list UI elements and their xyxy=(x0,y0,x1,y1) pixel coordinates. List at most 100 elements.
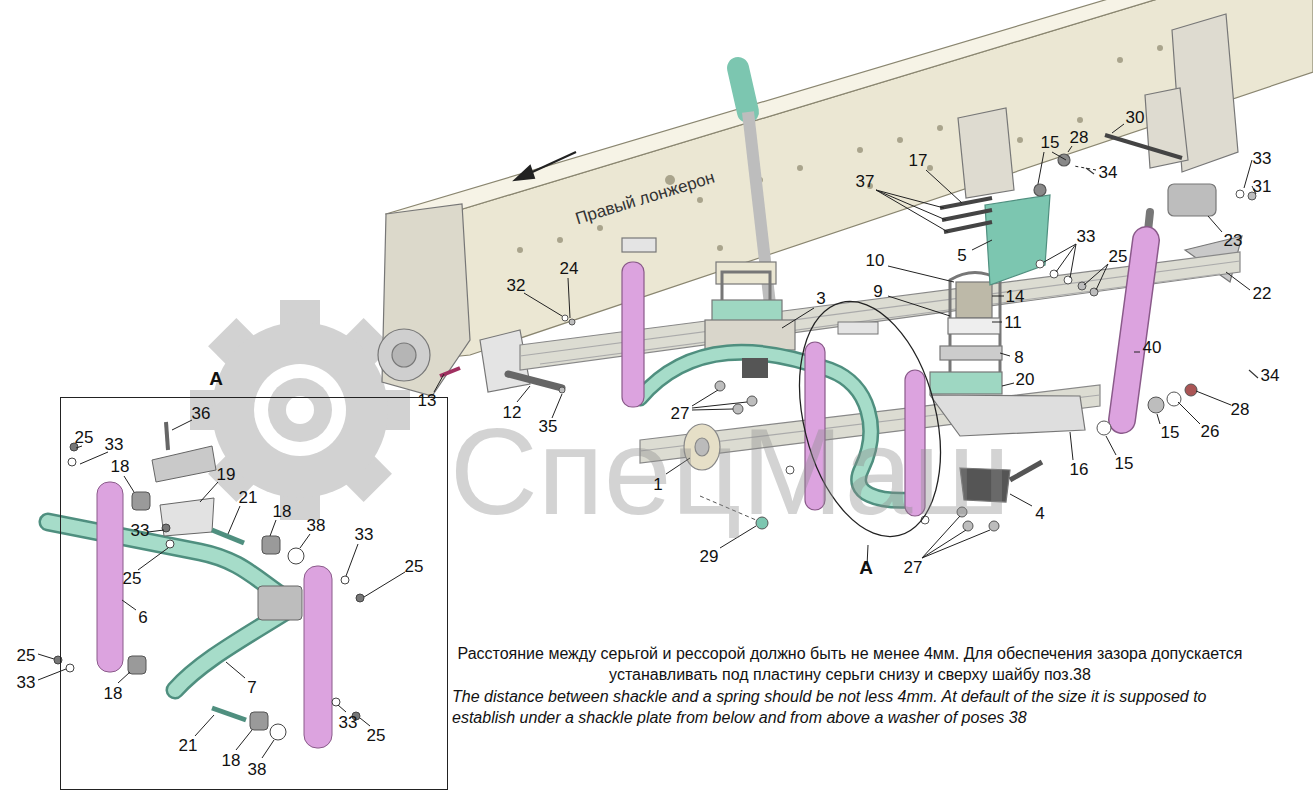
detail-a-drawing xyxy=(160,498,214,536)
callout-number: 33 xyxy=(1252,149,1273,168)
callout-number: 25 xyxy=(404,557,425,576)
shock-absorber xyxy=(1122,240,1146,420)
frame-rail xyxy=(937,125,943,131)
fastener xyxy=(1064,276,1072,284)
detail-a-drawing xyxy=(356,594,364,602)
leader-line xyxy=(1157,414,1160,424)
detail-a-drawing xyxy=(128,492,280,730)
front-spring-bracket xyxy=(392,343,416,367)
leader-line xyxy=(1096,264,1108,290)
callout-number: 32 xyxy=(506,276,527,295)
frame-rail xyxy=(797,165,803,171)
callout-number: 25 xyxy=(366,726,387,745)
detail-a-drawing xyxy=(262,536,280,554)
upper-shock-absorber xyxy=(738,68,748,112)
frame-rail xyxy=(857,147,863,153)
callout-number: 28 xyxy=(1230,400,1251,419)
leader-line xyxy=(124,476,134,492)
leader-line xyxy=(524,293,562,316)
callout-number: 30 xyxy=(1125,108,1146,127)
callout-number: 25 xyxy=(1108,247,1129,266)
callout-number: 15 xyxy=(1160,423,1181,442)
callout-number: 34 xyxy=(1098,163,1119,182)
callout-number: 5 xyxy=(956,246,967,265)
leader-line xyxy=(568,278,570,318)
callout-number: 15 xyxy=(1114,454,1135,473)
leader-line xyxy=(1178,402,1200,424)
callout-number: 3 xyxy=(815,289,826,308)
detail-a-drawing xyxy=(250,712,268,730)
callout-number: 21 xyxy=(178,736,199,755)
leader-line xyxy=(972,240,992,250)
shackle xyxy=(622,238,656,252)
callout-number: 33 xyxy=(354,525,375,544)
fastener xyxy=(1185,384,1197,396)
callout-number: 40 xyxy=(1142,338,1163,357)
callout-number: 17 xyxy=(908,151,929,170)
leader-line xyxy=(1056,244,1076,272)
leader-line xyxy=(195,715,214,736)
leader-line xyxy=(1038,152,1044,184)
callout-number: 23 xyxy=(1223,231,1244,250)
detail-a-drawing xyxy=(258,586,302,620)
gear-watermark xyxy=(254,364,346,456)
frame-rail xyxy=(927,165,933,171)
callout-number: 18 xyxy=(272,502,293,521)
callout-number: 7 xyxy=(246,678,257,697)
callout-number: 11 xyxy=(1003,313,1023,332)
u-bolt-assembly xyxy=(930,372,1002,394)
split-pin xyxy=(1249,370,1258,378)
leader-line xyxy=(236,730,252,750)
shock-absorber xyxy=(1122,212,1150,420)
frame-rail xyxy=(386,0,1313,228)
detail-a-drawing xyxy=(162,524,170,532)
leader-line xyxy=(338,705,346,712)
fastener xyxy=(1167,392,1181,406)
leader-line xyxy=(1196,391,1231,405)
leader-line xyxy=(1070,432,1073,460)
callout-number: 27 xyxy=(670,404,691,423)
leader-line xyxy=(228,506,240,534)
leader-line xyxy=(122,600,136,610)
u-bolt-assembly xyxy=(1010,462,1042,480)
callout-number: 31 xyxy=(1252,177,1273,196)
callout-number: 10 xyxy=(865,251,886,270)
leader-line xyxy=(38,654,54,659)
detail-a-drawing xyxy=(166,422,168,450)
detail-a-drawing xyxy=(66,458,349,740)
leader-line xyxy=(692,390,718,406)
frame-rail xyxy=(557,237,563,243)
leader-line xyxy=(1134,352,1140,353)
leader-line xyxy=(434,374,444,392)
leader-line xyxy=(80,452,108,464)
direction-arrow xyxy=(515,166,534,180)
leader-line xyxy=(926,170,962,203)
callout-number: 1 xyxy=(652,475,663,494)
detail-frame: A xyxy=(60,397,448,790)
leader-line xyxy=(1084,264,1108,285)
leader-line xyxy=(1070,244,1076,278)
split-pin xyxy=(1086,168,1258,378)
detail-a-drawing xyxy=(212,708,246,720)
leader-line xyxy=(360,718,370,726)
detail-a-drawing xyxy=(128,656,146,674)
leader-line xyxy=(517,386,530,402)
callout-number: 33 xyxy=(338,713,359,732)
detail-a-drawing xyxy=(175,612,285,690)
leader-line xyxy=(1068,146,1072,152)
callout-number: 15 xyxy=(1040,133,1061,152)
fastener xyxy=(1097,421,1111,435)
detail-a-drawing xyxy=(152,446,216,482)
shock-bracket xyxy=(942,210,992,220)
callout-number: 33 xyxy=(16,673,37,692)
leader-line xyxy=(262,740,274,758)
shock-bracket xyxy=(944,222,992,232)
leader-line xyxy=(1074,166,1096,170)
callout-number: 38 xyxy=(247,760,268,779)
note-text: Расстояние между серьгой и рессорой долж… xyxy=(450,643,1250,685)
leader-line xyxy=(992,296,1004,297)
leader-line xyxy=(876,190,946,220)
callout-number: 28 xyxy=(1069,128,1090,147)
